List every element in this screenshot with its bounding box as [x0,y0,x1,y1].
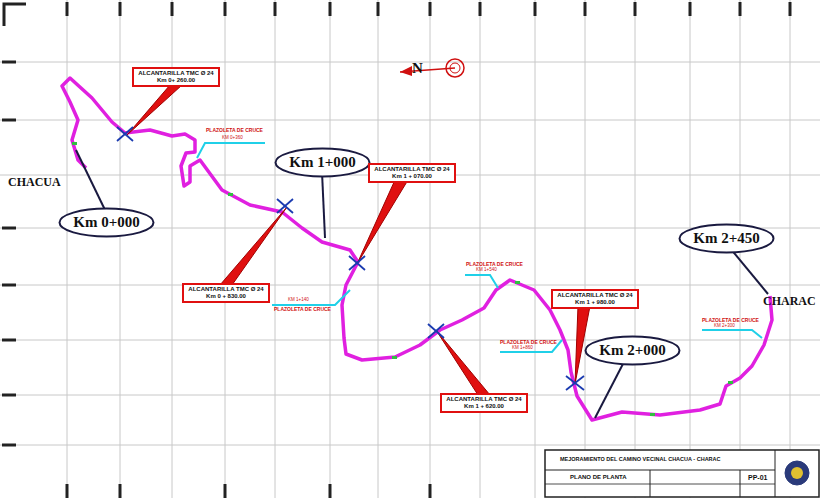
station-callout: Km 2+450 [678,223,775,254]
station-callout: Km 0+000 [58,207,155,238]
culvert-type: ALCANTARILLA TMC Ø 24 [556,292,634,299]
culvert-label-box: ALCANTARILLA TMC Ø 24Km 1 + 620.00 [440,393,528,413]
station-text: Km 1+000 [289,154,355,171]
crossing-bay-station: KM 2+300 [714,324,735,329]
crossing-bay-label: PLAZOLETA DE CRUCE [500,340,557,346]
crossing-bay-label: PLAZOLETA DE CRUCE [702,318,759,324]
place-name: CHARAC [763,295,816,308]
sheet-title: MEJORAMIENTO DEL CAMINO VECINAL CHACUA -… [560,456,721,462]
station-text: Km 0+000 [73,214,139,231]
station-callout: Km 2+000 [584,335,681,366]
north-letter: N [412,60,423,77]
culvert-station: Km 0 + 830.00 [187,293,265,300]
culvert-station: Km 1 + 070.00 [373,173,451,180]
culvert-station: Km 1 + 980.00 [556,299,634,306]
culvert-label-box: ALCANTARILLA TMC Ø 24Km 1 + 070.00 [368,163,456,183]
culvert-station: Km 1 + 620.00 [445,403,523,410]
culvert-label-box: ALCANTARILLA TMC Ø 24Km 0+ 260.00 [132,67,220,87]
crossing-bay-station: KM 0+360 [222,136,243,141]
sheet-name: PLANO DE PLANTA [570,474,627,481]
culvert-leaders [127,85,590,395]
frame-ticks [2,2,790,498]
station-text: Km 2+000 [599,342,665,359]
title-block [545,450,819,497]
sheet-number: PP-01 [748,474,767,482]
culvert-label-box: ALCANTARILLA TMC Ø 24Km 1 + 980.00 [551,289,639,309]
road-axis [62,78,772,420]
culvert-type: ALCANTARILLA TMC Ø 24 [445,396,523,403]
crossing-bay-station: KM 1+540 [476,268,497,273]
station-leaders [76,150,768,418]
crossing-bay-label: PLAZOLETA DE CRUCE [466,262,523,268]
crossing-bay-station: KM 1+860 [512,346,533,351]
station-callout: Km 1+000 [274,147,371,178]
culvert-type: ALCANTARILLA TMC Ø 24 [137,70,215,77]
place-name: CHACUA [8,176,61,189]
culvert-label-box: ALCANTARILLA TMC Ø 24Km 0 + 830.00 [182,283,270,303]
crossing-bay-station: KM 1+140 [288,298,309,303]
north-arrow [400,59,464,77]
crossing-bay-label: PLAZOLETA DE CRUCE [274,307,331,313]
culvert-markers [117,127,584,390]
crossing-bay-label: PLAZOLETA DE CRUCE [206,128,263,134]
crossing-bay-leaders [197,143,762,352]
culvert-type: ALCANTARILLA TMC Ø 24 [373,166,451,173]
station-text: Km 2+450 [693,230,759,247]
road-stations [72,142,733,416]
culvert-station: Km 0+ 260.00 [137,77,215,84]
culvert-type: ALCANTARILLA TMC Ø 24 [187,286,265,293]
